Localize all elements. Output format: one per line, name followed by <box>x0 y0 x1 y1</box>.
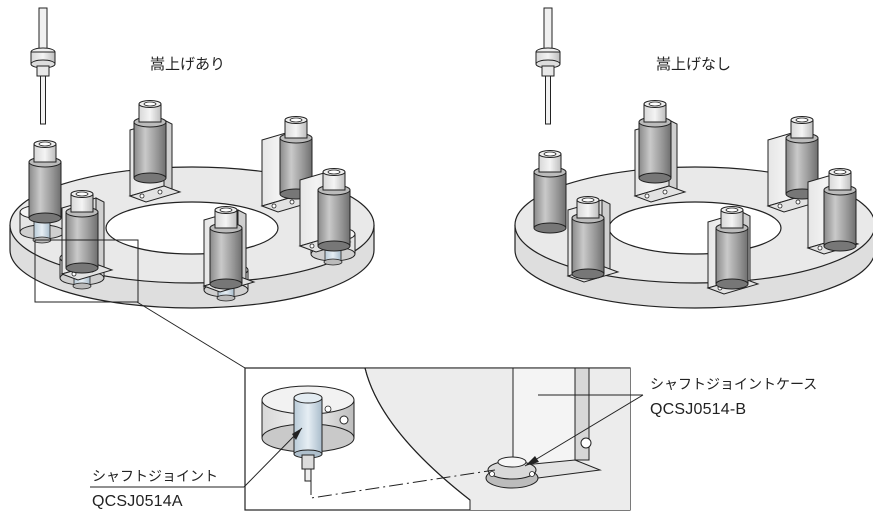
case-leader-line <box>524 394 644 467</box>
shaft-joint-part <box>261 385 355 482</box>
case-leader-arrow <box>525 456 539 466</box>
base-plate-hole <box>105 201 279 255</box>
assembly-without-raise <box>514 7 873 309</box>
assembly-with-raise <box>9 7 375 369</box>
assembly-guide-line <box>310 469 496 499</box>
callout-case-name: シャフトジョイントケース <box>650 377 817 393</box>
joint-leader-arrow <box>292 428 302 440</box>
label-with-raise: 嵩上げあり <box>150 55 225 73</box>
callout-joint-code: QCSJ0514A <box>92 493 183 510</box>
detail-inset <box>244 367 631 511</box>
base-plate-hole <box>608 201 782 255</box>
callout-joint-name: シャフトジョイント <box>92 469 218 485</box>
shaft-tool-left <box>30 7 56 125</box>
callout-case-code: QCSJ0514-B <box>650 401 746 418</box>
zoom-region-box <box>34 239 139 303</box>
shaft-tool-right <box>535 7 561 125</box>
joint-leader-line <box>243 427 303 488</box>
label-without-raise: 嵩上げなし <box>656 55 731 73</box>
